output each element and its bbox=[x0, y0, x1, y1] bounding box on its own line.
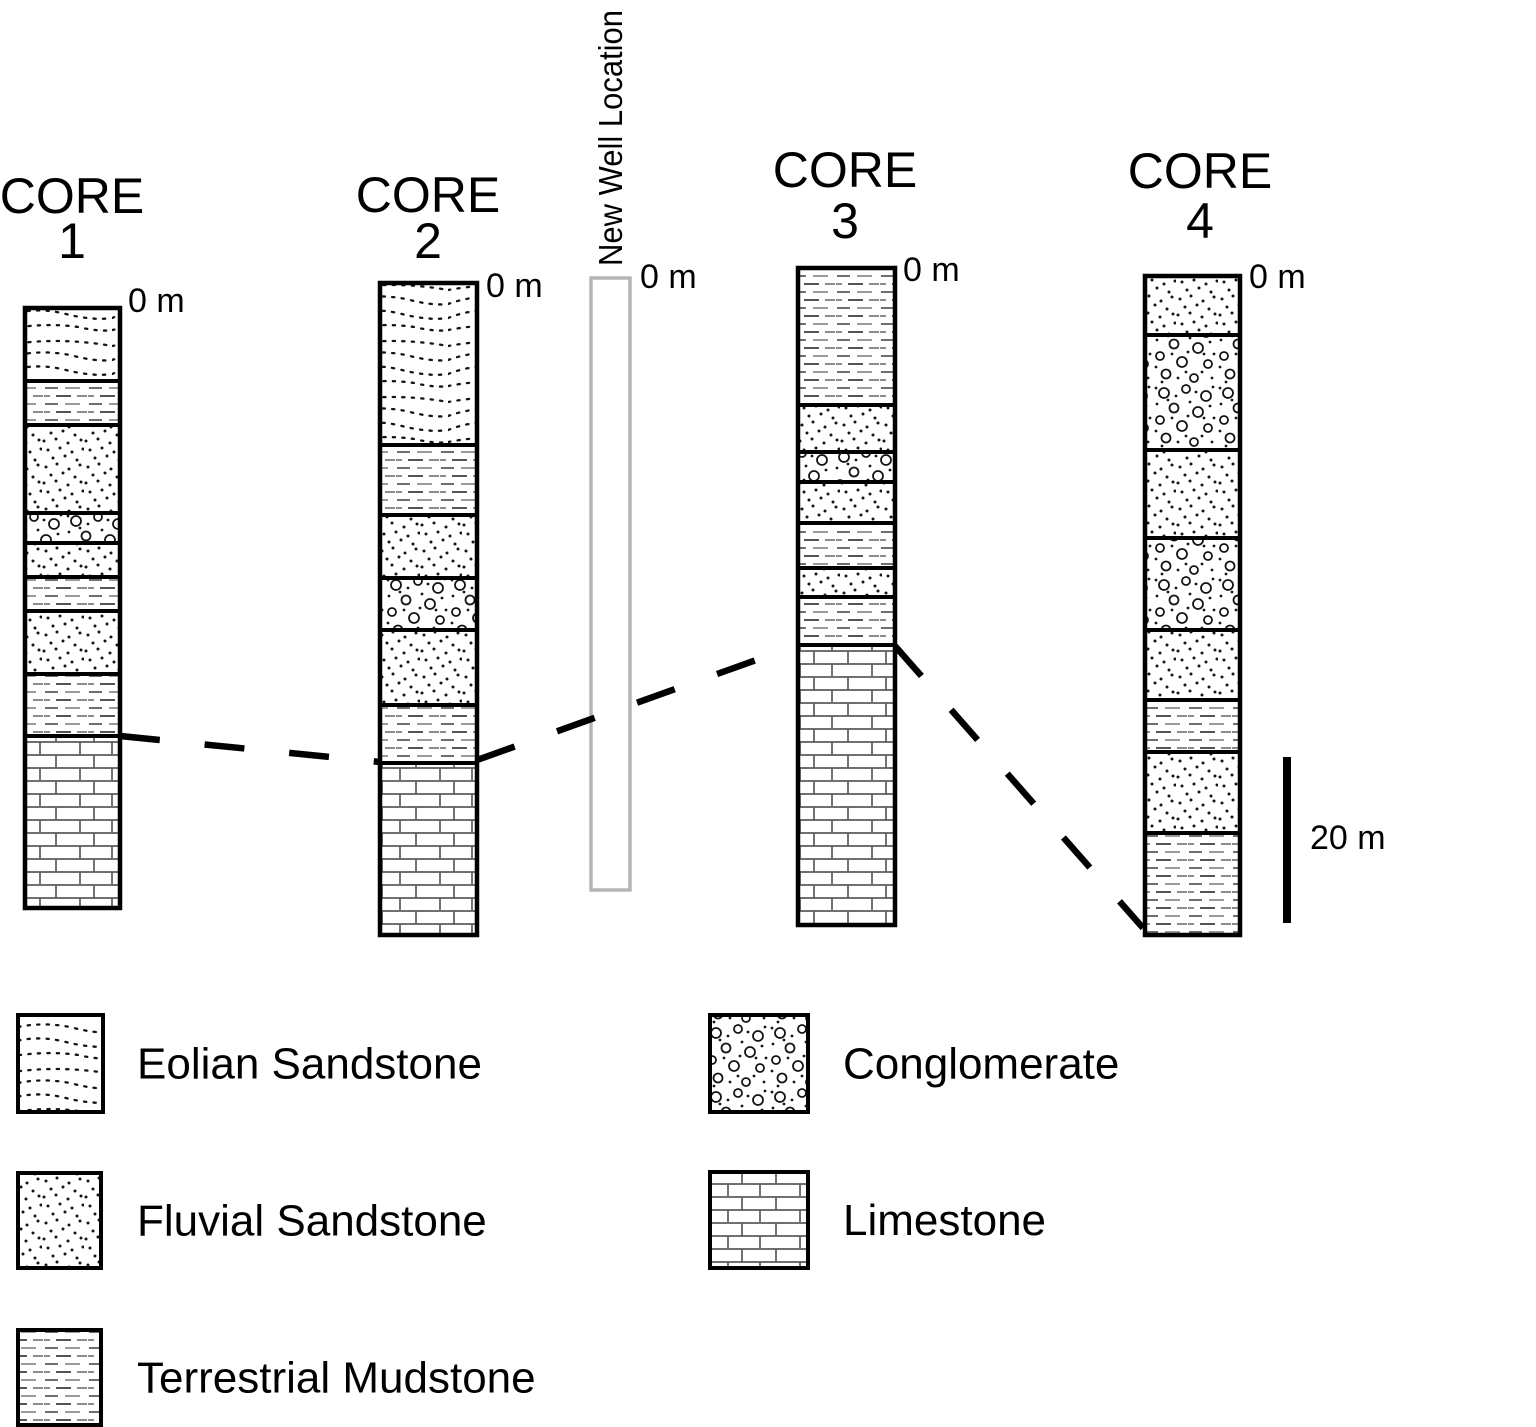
core-1-layer-conglomerate bbox=[25, 513, 120, 543]
core-2-layer-limestone bbox=[380, 763, 477, 935]
core-4-layer-terrestrial_mudstone bbox=[1145, 700, 1240, 752]
core-4-layer-conglomerate bbox=[1145, 335, 1240, 450]
core-1-layer-limestone bbox=[25, 736, 120, 908]
core-2-number: 2 bbox=[414, 213, 442, 269]
legend-item-fluvial_sandstone: Fluvial Sandstone bbox=[16, 1171, 487, 1270]
correlation-line-segment-1 bbox=[119, 732, 381, 766]
core-3-layer-terrestrial_mudstone bbox=[798, 268, 895, 405]
core-4-layer-terrestrial_mudstone bbox=[1145, 833, 1240, 935]
legend-label-fluvial_sandstone: Fluvial Sandstone bbox=[137, 1197, 487, 1246]
legend-item-terrestrial_mudstone: Terrestrial Mudstone bbox=[16, 1328, 536, 1427]
core-3-layer-fluvial_sandstone bbox=[798, 482, 895, 523]
core-3-layer-fluvial_sandstone bbox=[798, 405, 895, 452]
core-2-outline bbox=[377, 280, 480, 938]
scale-bar-label: 20 m bbox=[1310, 819, 1386, 857]
core-2-layer-conglomerate bbox=[380, 578, 477, 630]
correlation-lines bbox=[119, 641, 1146, 931]
core-4-layer-conglomerate bbox=[1145, 538, 1240, 630]
core-1-layer-fluvial_sandstone bbox=[25, 611, 120, 674]
core-4-layer-fluvial_sandstone bbox=[1145, 276, 1240, 335]
correlation-line-segment-3 bbox=[892, 643, 1146, 931]
core-3-number: 3 bbox=[831, 193, 859, 249]
core-4-title: CORE bbox=[1128, 143, 1272, 199]
legend-label-conglomerate: Conglomerate bbox=[843, 1040, 1119, 1089]
core-3-zero-depth-label: 0 m bbox=[903, 251, 960, 289]
core-1-layer-terrestrial_mudstone bbox=[25, 674, 120, 736]
legend-item-limestone: Limestone bbox=[708, 1170, 1046, 1270]
new-well-location: New Well Location 0 m bbox=[589, 10, 697, 892]
core-3-layer-terrestrial_mudstone bbox=[798, 523, 895, 568]
core-2-layer-terrestrial_mudstone bbox=[380, 705, 477, 763]
core-3-layer-terrestrial_mudstone bbox=[798, 597, 895, 645]
core-2-layer-fluvial_sandstone bbox=[380, 630, 477, 705]
core-4-layer-fluvial_sandstone bbox=[1145, 752, 1240, 833]
legend-swatch-fluvial_sandstone bbox=[18, 1173, 101, 1268]
core-2-layer-fluvial_sandstone bbox=[380, 515, 477, 578]
legend-swatch-conglomerate bbox=[710, 1015, 808, 1112]
legend-swatch-outline bbox=[708, 1170, 810, 1270]
core-2-title: CORE bbox=[356, 167, 500, 223]
core-1-layer-eolian_sandstone bbox=[25, 308, 120, 381]
well-zero-depth-label: 0 m bbox=[640, 258, 697, 296]
core-4-layer-fluvial_sandstone bbox=[1145, 450, 1240, 538]
core-3-outline bbox=[795, 265, 898, 928]
core-4-number: 4 bbox=[1186, 193, 1214, 249]
core-1-number: 1 bbox=[58, 213, 86, 269]
core-4-layer-fluvial_sandstone bbox=[1145, 630, 1240, 700]
core-2-zero-depth-label: 0 m bbox=[486, 267, 543, 305]
legend-swatch-outline bbox=[16, 1171, 103, 1270]
legend-label-limestone: Limestone bbox=[843, 1196, 1046, 1245]
core-1-title: CORE bbox=[0, 168, 144, 224]
legend-item-conglomerate: Conglomerate bbox=[708, 1013, 1119, 1114]
core-2-layer-terrestrial_mudstone bbox=[380, 445, 477, 515]
scale-bar: 20 m bbox=[1283, 757, 1386, 923]
core-4-outline bbox=[1142, 273, 1243, 938]
legend-swatch-outline bbox=[16, 1013, 105, 1114]
legend-label-terrestrial_mudstone: Terrestrial Mudstone bbox=[137, 1354, 536, 1403]
core-1-layer-terrestrial_mudstone bbox=[25, 577, 120, 611]
core-1-layer-terrestrial_mudstone bbox=[25, 381, 120, 425]
core-3-title: CORE bbox=[773, 142, 917, 198]
core-2-layer-eolian_sandstone bbox=[380, 283, 477, 445]
core-1-layer-fluvial_sandstone bbox=[25, 543, 120, 577]
legend-swatch-outline bbox=[708, 1013, 810, 1114]
core-3-layer-conglomerate bbox=[798, 452, 895, 482]
core-3-layer-limestone bbox=[798, 645, 895, 925]
core-1-zero-depth-label: 0 m bbox=[128, 282, 185, 320]
legend-swatch-terrestrial_mudstone bbox=[18, 1330, 101, 1425]
well-label: New Well Location bbox=[592, 10, 629, 266]
correlation-line-segment-2 bbox=[475, 641, 800, 764]
legend-item-eolian_sandstone: Eolian Sandstone bbox=[16, 1013, 482, 1114]
core-1-outline bbox=[22, 305, 123, 911]
core-1-layer-fluvial_sandstone bbox=[25, 425, 120, 513]
legend-label-eolian_sandstone: Eolian Sandstone bbox=[137, 1040, 482, 1089]
core-4-zero-depth-label: 0 m bbox=[1249, 258, 1306, 296]
legend-swatch-outline bbox=[16, 1328, 103, 1427]
well-outline bbox=[589, 276, 632, 892]
legend-swatch-eolian_sandstone bbox=[18, 1015, 103, 1112]
legend-swatch-limestone bbox=[710, 1172, 808, 1268]
core-3-layer-fluvial_sandstone bbox=[798, 568, 895, 597]
